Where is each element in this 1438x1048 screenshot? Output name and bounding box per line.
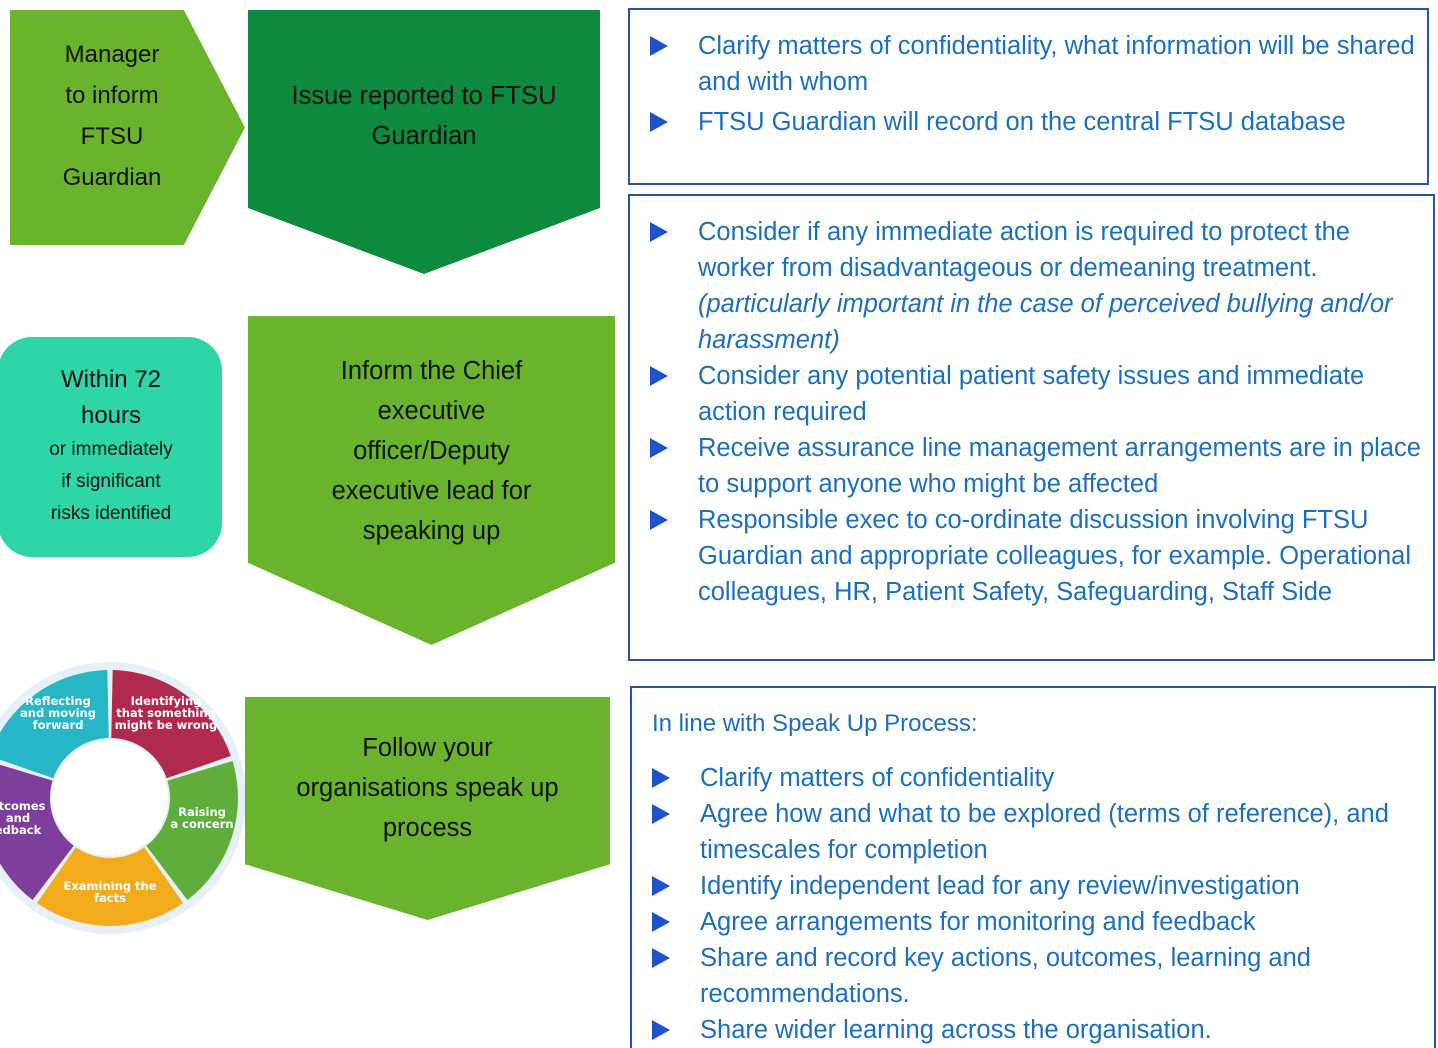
info-list-2: Consider if any immediate action is requ… bbox=[630, 214, 1433, 610]
bullet-arrow-icon bbox=[650, 366, 668, 386]
wheel-segment bbox=[0, 670, 109, 779]
manager-inform-label: Manager to inform FTSU Guardian bbox=[62, 41, 162, 191]
info-bullet: Identify independent lead for any review… bbox=[632, 868, 1434, 904]
info-list-3: Clarify matters of confidentiality Agree… bbox=[632, 760, 1434, 1048]
wheel-segment-label: utcomes bbox=[0, 799, 46, 813]
wheel-segment bbox=[0, 764, 74, 900]
wheel-segment-label: a concern bbox=[170, 817, 233, 831]
info-bullet: Clarify matters of confidentiality, what… bbox=[630, 28, 1427, 100]
wheel-segment-label: facts bbox=[94, 891, 126, 905]
wheel-segment-label: Identifying bbox=[131, 694, 202, 708]
info-bullet: Receive assurance line management arrang… bbox=[630, 430, 1433, 502]
info-bullet: Agree how and what to be explored (terms… bbox=[632, 796, 1434, 868]
info-bullet: Share wider learning across the organisa… bbox=[632, 1012, 1434, 1048]
info-box-1: Clarify matters of confidentiality, what… bbox=[628, 8, 1429, 185]
inform-chief-label: Inform the Chief executive officer/Deput… bbox=[331, 357, 532, 545]
wheel-segment bbox=[111, 670, 231, 779]
wheel-segment-label: edback bbox=[0, 823, 42, 837]
info-bullet: Agree arrangements for monitoring and fe… bbox=[632, 904, 1434, 940]
info-bullet: Clarify matters of confidentiality bbox=[632, 760, 1434, 796]
info-bullet: Consider any potential patient safety is… bbox=[630, 358, 1433, 430]
bullet-arrow-icon bbox=[652, 948, 670, 968]
wheel-segment-label: and bbox=[6, 811, 30, 825]
info-box-2: Consider if any immediate action is requ… bbox=[628, 194, 1435, 661]
bullet-arrow-icon bbox=[650, 510, 668, 530]
wheel-segment-label: Examining the bbox=[64, 879, 157, 893]
info-bullet: Share and record key actions, outcomes, … bbox=[632, 940, 1434, 1012]
wheel-segment-label: Raising bbox=[178, 805, 226, 819]
bullet-arrow-icon bbox=[650, 36, 668, 56]
wheel-segment-label: forward bbox=[33, 718, 84, 732]
follow-process-shape bbox=[245, 697, 610, 920]
bullet-arrow-icon bbox=[650, 222, 668, 242]
bullet-arrow-icon bbox=[652, 1020, 670, 1040]
bullet-arrow-icon bbox=[652, 768, 670, 788]
within-72-hours-label: Within 72 hours or immediately if signif… bbox=[49, 366, 173, 524]
within-72-hours-box bbox=[0, 337, 222, 557]
bullying-note: (particularly important in the case of p… bbox=[698, 290, 1393, 354]
wheel-segment bbox=[146, 761, 238, 900]
info-bullet: FTSU Guardian will record on the central… bbox=[630, 104, 1427, 140]
issue-reported-label: Issue reported to FTSU Guardian bbox=[291, 82, 557, 150]
bullet-arrow-icon bbox=[652, 912, 670, 932]
wheel-segment-label: might be wrong bbox=[115, 718, 218, 732]
wheel-segment-label: and moving bbox=[20, 706, 96, 720]
bullet-arrow-icon bbox=[650, 112, 668, 132]
wheel-segment-label: Reflecting bbox=[25, 694, 91, 708]
speak-up-intro: In line with Speak Up Process: bbox=[652, 710, 978, 737]
bullet-arrow-icon bbox=[650, 438, 668, 458]
info-list-1: Clarify matters of confidentiality, what… bbox=[630, 28, 1427, 140]
info-bullet: Responsible exec to co-ordinate discussi… bbox=[630, 502, 1433, 610]
bullet-arrow-icon bbox=[652, 804, 670, 824]
follow-process-label: Follow your organisations speak up proce… bbox=[296, 734, 559, 842]
bullet-arrow-icon bbox=[652, 876, 670, 896]
info-box-3: In line with Speak Up Process: Clarify m… bbox=[630, 686, 1436, 1048]
wheel-segment-label: that something bbox=[116, 706, 216, 720]
wheel-segment bbox=[36, 847, 184, 926]
info-bullet: Consider if any immediate action is requ… bbox=[630, 214, 1433, 358]
wheel-center bbox=[52, 740, 168, 856]
